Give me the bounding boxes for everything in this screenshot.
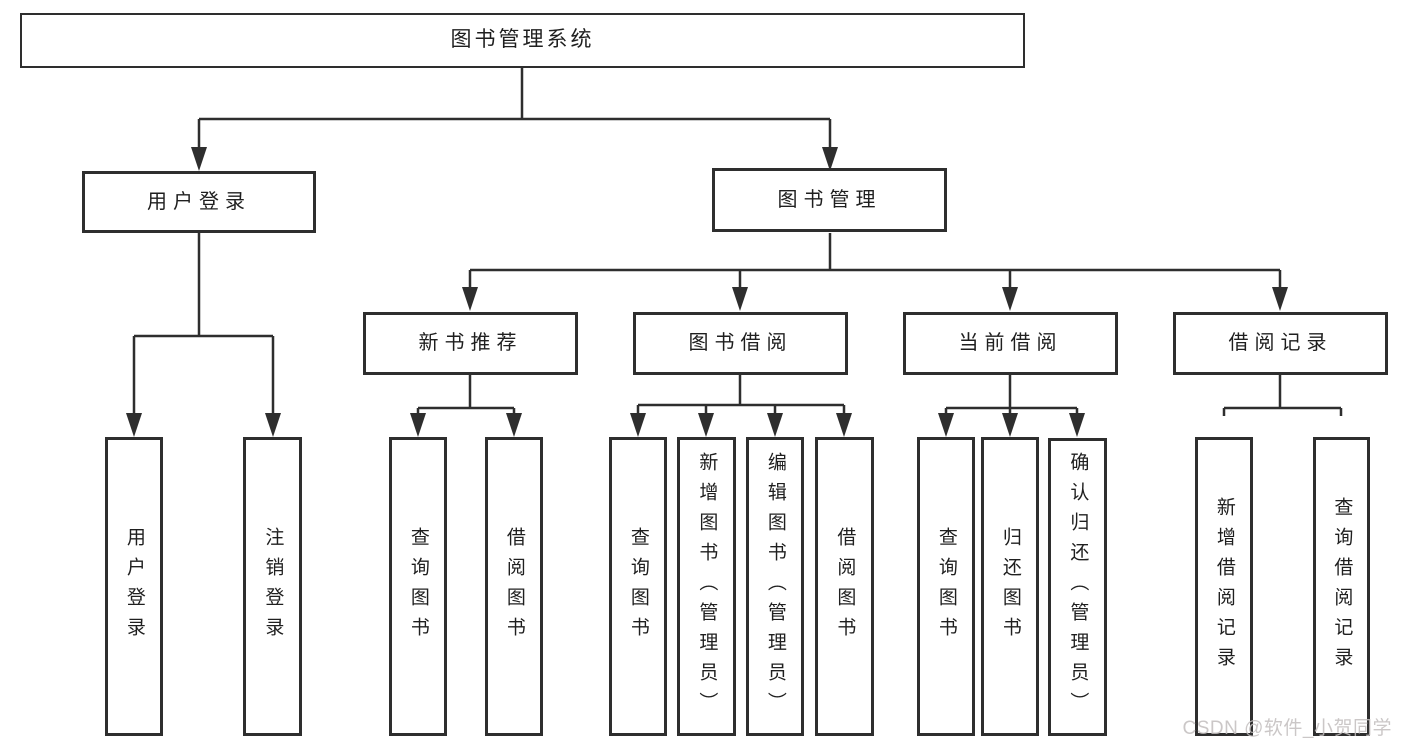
arrow-down-icon: [265, 413, 281, 437]
node-book-management: 图书管理: [712, 168, 947, 232]
arrow-down-icon: [1069, 413, 1085, 437]
arrow-down-icon: [630, 413, 646, 437]
node-root: 图书管理系统: [20, 13, 1025, 68]
node-current-borrow: 当前借阅: [903, 312, 1118, 375]
leaf-edit-books-admin: 编辑图书（管理员）: [746, 437, 804, 736]
leaf-borrow-books: 借阅图书: [815, 437, 874, 736]
node-new-book-recommend: 新书推荐: [363, 312, 578, 375]
leaf-return-books: 归还图书: [981, 437, 1039, 736]
leaf-confirm-return-admin: 确认归还（管理员）: [1048, 438, 1107, 736]
leaf-recommend-borrow-books: 借阅图书: [485, 437, 543, 736]
node-borrow-records: 借阅记录: [1173, 312, 1388, 375]
connector-current-borrow: [944, 375, 1079, 416]
arrow-down-icon: [191, 147, 207, 171]
connector-book-borrow: [636, 375, 846, 416]
arrow-down-icon: [462, 287, 478, 311]
node-book-borrow: 图书借阅: [633, 312, 848, 375]
csdn-watermark: CSDN @软件_小贺同学: [1182, 718, 1392, 739]
leaf-current-query-books: 查询图书: [917, 437, 975, 736]
connector-borrow-records: [1222, 375, 1343, 416]
connector-book-management: [468, 233, 1282, 290]
leaf-borrow-query-books: 查询图书: [609, 437, 667, 736]
node-user-login: 用户登录: [82, 171, 316, 233]
leaf-query-borrow-record: 查询借阅记录: [1313, 437, 1370, 736]
arrow-down-icon: [767, 413, 783, 437]
leaf-recommend-query-books: 查询图书: [389, 437, 447, 736]
arrow-down-icon: [1002, 287, 1018, 311]
arrow-down-icon: [506, 413, 522, 437]
connector-root: [197, 68, 832, 150]
leaf-add-books-admin: 新增图书（管理员）: [677, 437, 736, 736]
arrow-down-icon: [732, 287, 748, 311]
leaf-user-login: 用户登录: [105, 437, 163, 736]
arrowheads: [126, 147, 1288, 437]
leaf-add-borrow-record: 新增借阅记录: [1195, 437, 1253, 736]
connector-user-login: [132, 233, 275, 416]
arrow-down-icon: [1272, 287, 1288, 311]
leaf-logout: 注销登录: [243, 437, 302, 736]
arrow-down-icon: [836, 413, 852, 437]
arrow-down-icon: [938, 413, 954, 437]
arrow-down-icon: [126, 413, 142, 437]
connector-new-book-recommend: [416, 375, 516, 416]
arrow-down-icon: [822, 147, 838, 171]
arrow-down-icon: [1002, 413, 1018, 437]
arrow-down-icon: [698, 413, 714, 437]
arrow-down-icon: [410, 413, 426, 437]
